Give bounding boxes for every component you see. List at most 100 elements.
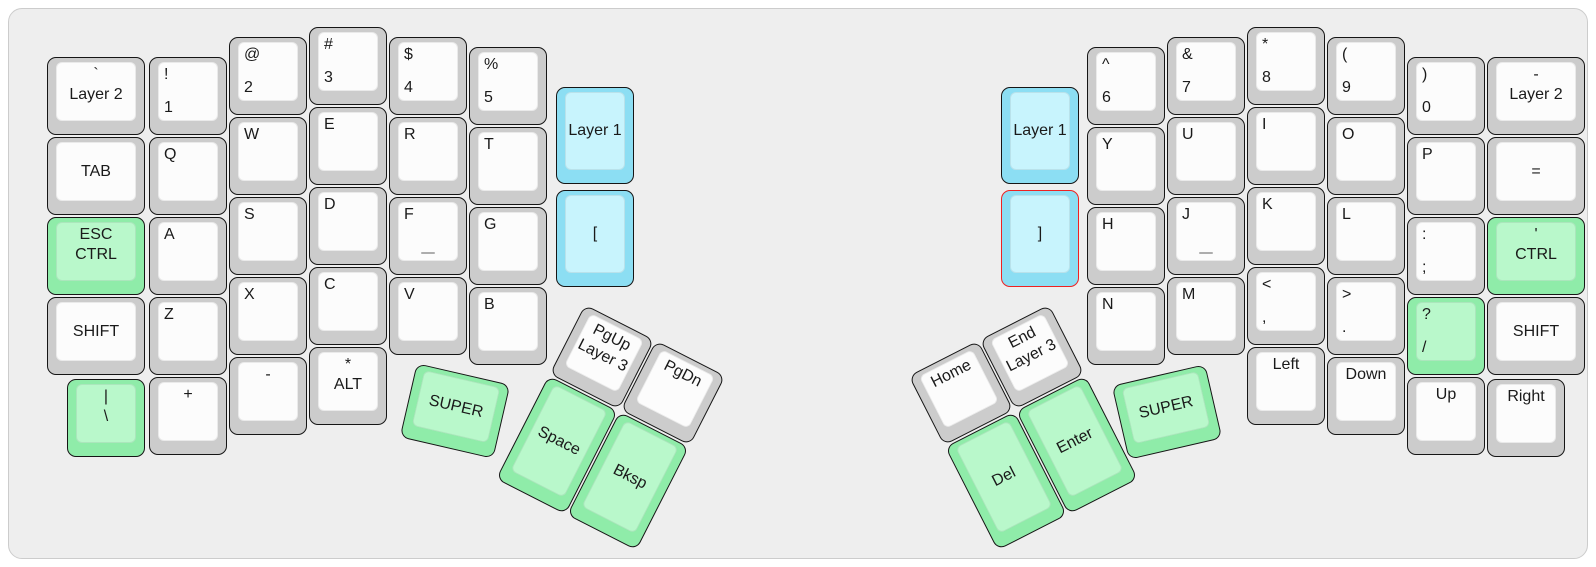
key-c[interactable]: C bbox=[309, 267, 387, 345]
key-label: > bbox=[1342, 286, 1352, 303]
key-z[interactable]: Z bbox=[149, 297, 227, 375]
keycap-top: Home bbox=[918, 349, 1000, 429]
key-label: Down bbox=[1345, 366, 1387, 383]
key-label: F bbox=[404, 206, 414, 223]
key-left[interactable]: Left bbox=[1247, 347, 1325, 425]
key-x[interactable]: X bbox=[229, 277, 307, 355]
key-j[interactable]: J bbox=[1167, 197, 1245, 275]
keycap-top: Z bbox=[158, 302, 218, 361]
keycap-top: B bbox=[478, 292, 538, 351]
key-7[interactable]: &7 bbox=[1167, 37, 1245, 115]
key-l[interactable]: L bbox=[1327, 197, 1405, 275]
keycap-top: )0 bbox=[1416, 62, 1476, 121]
key-q[interactable]: Q bbox=[149, 137, 227, 215]
key-s[interactable]: S bbox=[229, 197, 307, 275]
key-label: ; bbox=[1422, 259, 1427, 276]
key-a[interactable]: A bbox=[149, 217, 227, 295]
keycap-top: &7 bbox=[1176, 42, 1236, 101]
key-6[interactable]: ^6 bbox=[1087, 47, 1165, 125]
key-label: CTRL bbox=[1515, 246, 1557, 263]
key-p[interactable]: P bbox=[1407, 137, 1485, 215]
keycap-top: N bbox=[1096, 292, 1156, 351]
key-layer1-right[interactable]: Layer 1 bbox=[1001, 87, 1079, 184]
keycap-top: L bbox=[1336, 202, 1396, 261]
key-asterisk-alt[interactable]: *ALT bbox=[309, 347, 387, 425]
key-up[interactable]: Up bbox=[1407, 377, 1485, 455]
keycap-top: W bbox=[238, 122, 298, 181]
key-f[interactable]: F bbox=[389, 197, 467, 275]
key-label: M bbox=[1182, 286, 1196, 303]
key-comma[interactable]: <, bbox=[1247, 267, 1325, 345]
key-k[interactable]: K bbox=[1247, 187, 1325, 265]
key-equals[interactable]: = bbox=[1487, 137, 1585, 215]
key-1[interactable]: !1 bbox=[149, 57, 227, 135]
key-shift-right[interactable]: SHIFT bbox=[1487, 297, 1585, 375]
key-label: Layer 2 bbox=[1509, 86, 1563, 103]
keycap-top: Layer 1 bbox=[565, 92, 625, 170]
key-super-right[interactable]: SUPER bbox=[1111, 364, 1223, 460]
key-label: = bbox=[1531, 162, 1541, 180]
key-b[interactable]: B bbox=[469, 287, 547, 365]
key-label: 0 bbox=[1422, 99, 1431, 116]
key-u[interactable]: U bbox=[1167, 117, 1245, 195]
keycap-top: [ bbox=[565, 195, 625, 273]
key-minus-layer2[interactable]: - Layer 2 bbox=[1487, 57, 1585, 135]
key-w[interactable]: W bbox=[229, 117, 307, 195]
keycap-top: - Layer 2 bbox=[1496, 62, 1576, 121]
key-plus[interactable]: + bbox=[149, 377, 227, 455]
key-slash[interactable]: ?/ bbox=[1407, 297, 1485, 375]
key-4[interactable]: $4 bbox=[389, 37, 467, 115]
key-e[interactable]: E bbox=[309, 107, 387, 185]
key-label: 5 bbox=[484, 89, 493, 106]
key-i[interactable]: I bbox=[1247, 107, 1325, 185]
key-label: 1 bbox=[164, 99, 173, 116]
keycap-top: A bbox=[158, 222, 218, 281]
keycap-top: PgDn bbox=[634, 349, 716, 429]
key-3[interactable]: #3 bbox=[309, 27, 387, 105]
key-rbracket[interactable]: ] bbox=[1001, 190, 1079, 287]
keycap-top: Down bbox=[1336, 362, 1396, 421]
key-label: O bbox=[1342, 126, 1355, 143]
key-grave-layer2[interactable]: `Layer 2 bbox=[47, 57, 145, 135]
key-label: , bbox=[1262, 309, 1267, 326]
key-m[interactable]: M bbox=[1167, 277, 1245, 355]
key-9[interactable]: (9 bbox=[1327, 37, 1405, 115]
key-8[interactable]: *8 bbox=[1247, 27, 1325, 105]
key-2[interactable]: @2 bbox=[229, 37, 307, 115]
key-pipe-backslash[interactable]: |\ bbox=[67, 379, 145, 457]
key-r[interactable]: R bbox=[389, 117, 467, 195]
key-tab[interactable]: TAB bbox=[47, 137, 145, 215]
key-label: CTRL bbox=[75, 246, 117, 263]
key-right[interactable]: Right bbox=[1487, 379, 1565, 457]
key-d[interactable]: D bbox=[309, 187, 387, 265]
key-y[interactable]: Y bbox=[1087, 127, 1165, 205]
key-0[interactable]: )0 bbox=[1407, 57, 1485, 135]
key-5[interactable]: %5 bbox=[469, 47, 547, 125]
key-label: 9 bbox=[1342, 79, 1351, 96]
key-label: & bbox=[1182, 46, 1193, 63]
keycap-top: = bbox=[1496, 142, 1576, 201]
keycap-top: TAB bbox=[56, 142, 136, 201]
key-period[interactable]: >. bbox=[1327, 277, 1405, 355]
key-g[interactable]: G bbox=[469, 207, 547, 285]
key-quote-ctrl[interactable]: 'CTRL bbox=[1487, 217, 1585, 295]
key-label: - bbox=[1533, 66, 1539, 83]
key-t[interactable]: T bbox=[469, 127, 547, 205]
key-h[interactable]: H bbox=[1087, 207, 1165, 285]
key-shift-left[interactable]: SHIFT bbox=[47, 297, 145, 375]
key-minus-left[interactable]: - bbox=[229, 357, 307, 435]
key-super-left[interactable]: SUPER bbox=[399, 363, 511, 459]
keycap-top: *ALT bbox=[318, 352, 378, 411]
key-layer1-left[interactable]: Layer 1 bbox=[556, 87, 634, 184]
key-semicolon[interactable]: :; bbox=[1407, 217, 1485, 295]
key-down[interactable]: Down bbox=[1327, 357, 1405, 435]
key-o[interactable]: O bbox=[1327, 117, 1405, 195]
key-label: SUPER bbox=[1137, 392, 1195, 422]
key-label: Y bbox=[1102, 136, 1113, 153]
key-label: P bbox=[1422, 146, 1433, 163]
key-lbracket[interactable]: [ bbox=[556, 190, 634, 287]
key-v[interactable]: V bbox=[389, 277, 467, 355]
keycap-top: R bbox=[398, 122, 458, 181]
key-n[interactable]: N bbox=[1087, 287, 1165, 365]
